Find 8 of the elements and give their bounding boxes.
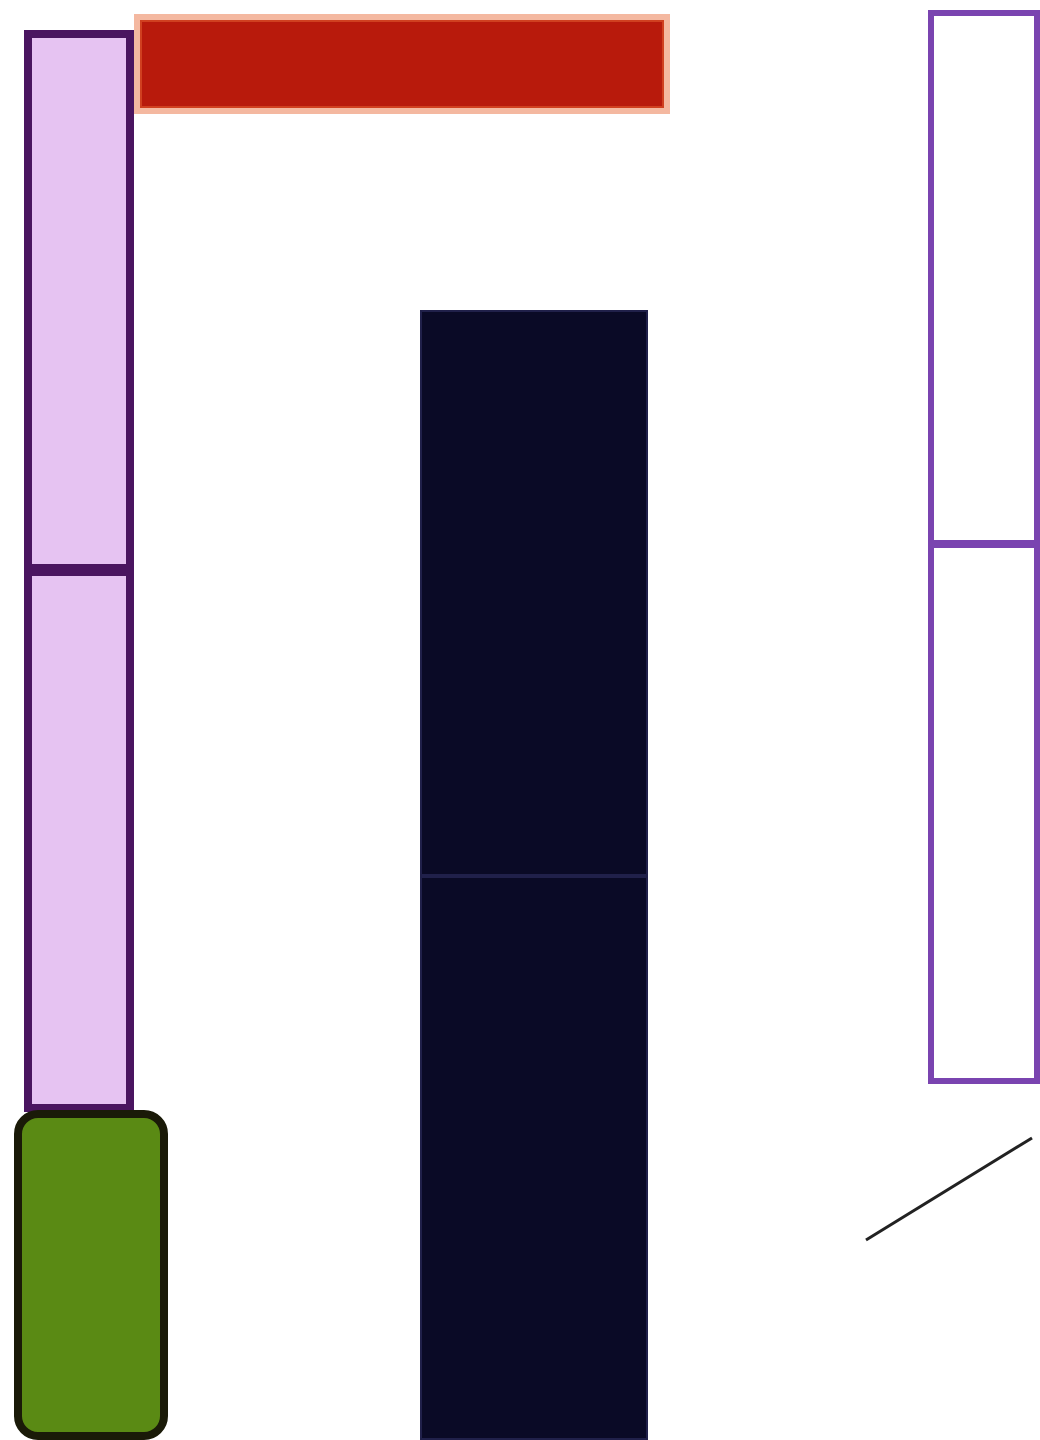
column-segment (420, 310, 648, 876)
column-segment (420, 876, 648, 1440)
column-segment (928, 542, 1040, 1084)
column-segment (24, 568, 134, 1112)
top-bar (140, 20, 664, 108)
column-segment (24, 30, 134, 572)
rounded-block (14, 1110, 168, 1440)
column-segment (928, 10, 1040, 546)
